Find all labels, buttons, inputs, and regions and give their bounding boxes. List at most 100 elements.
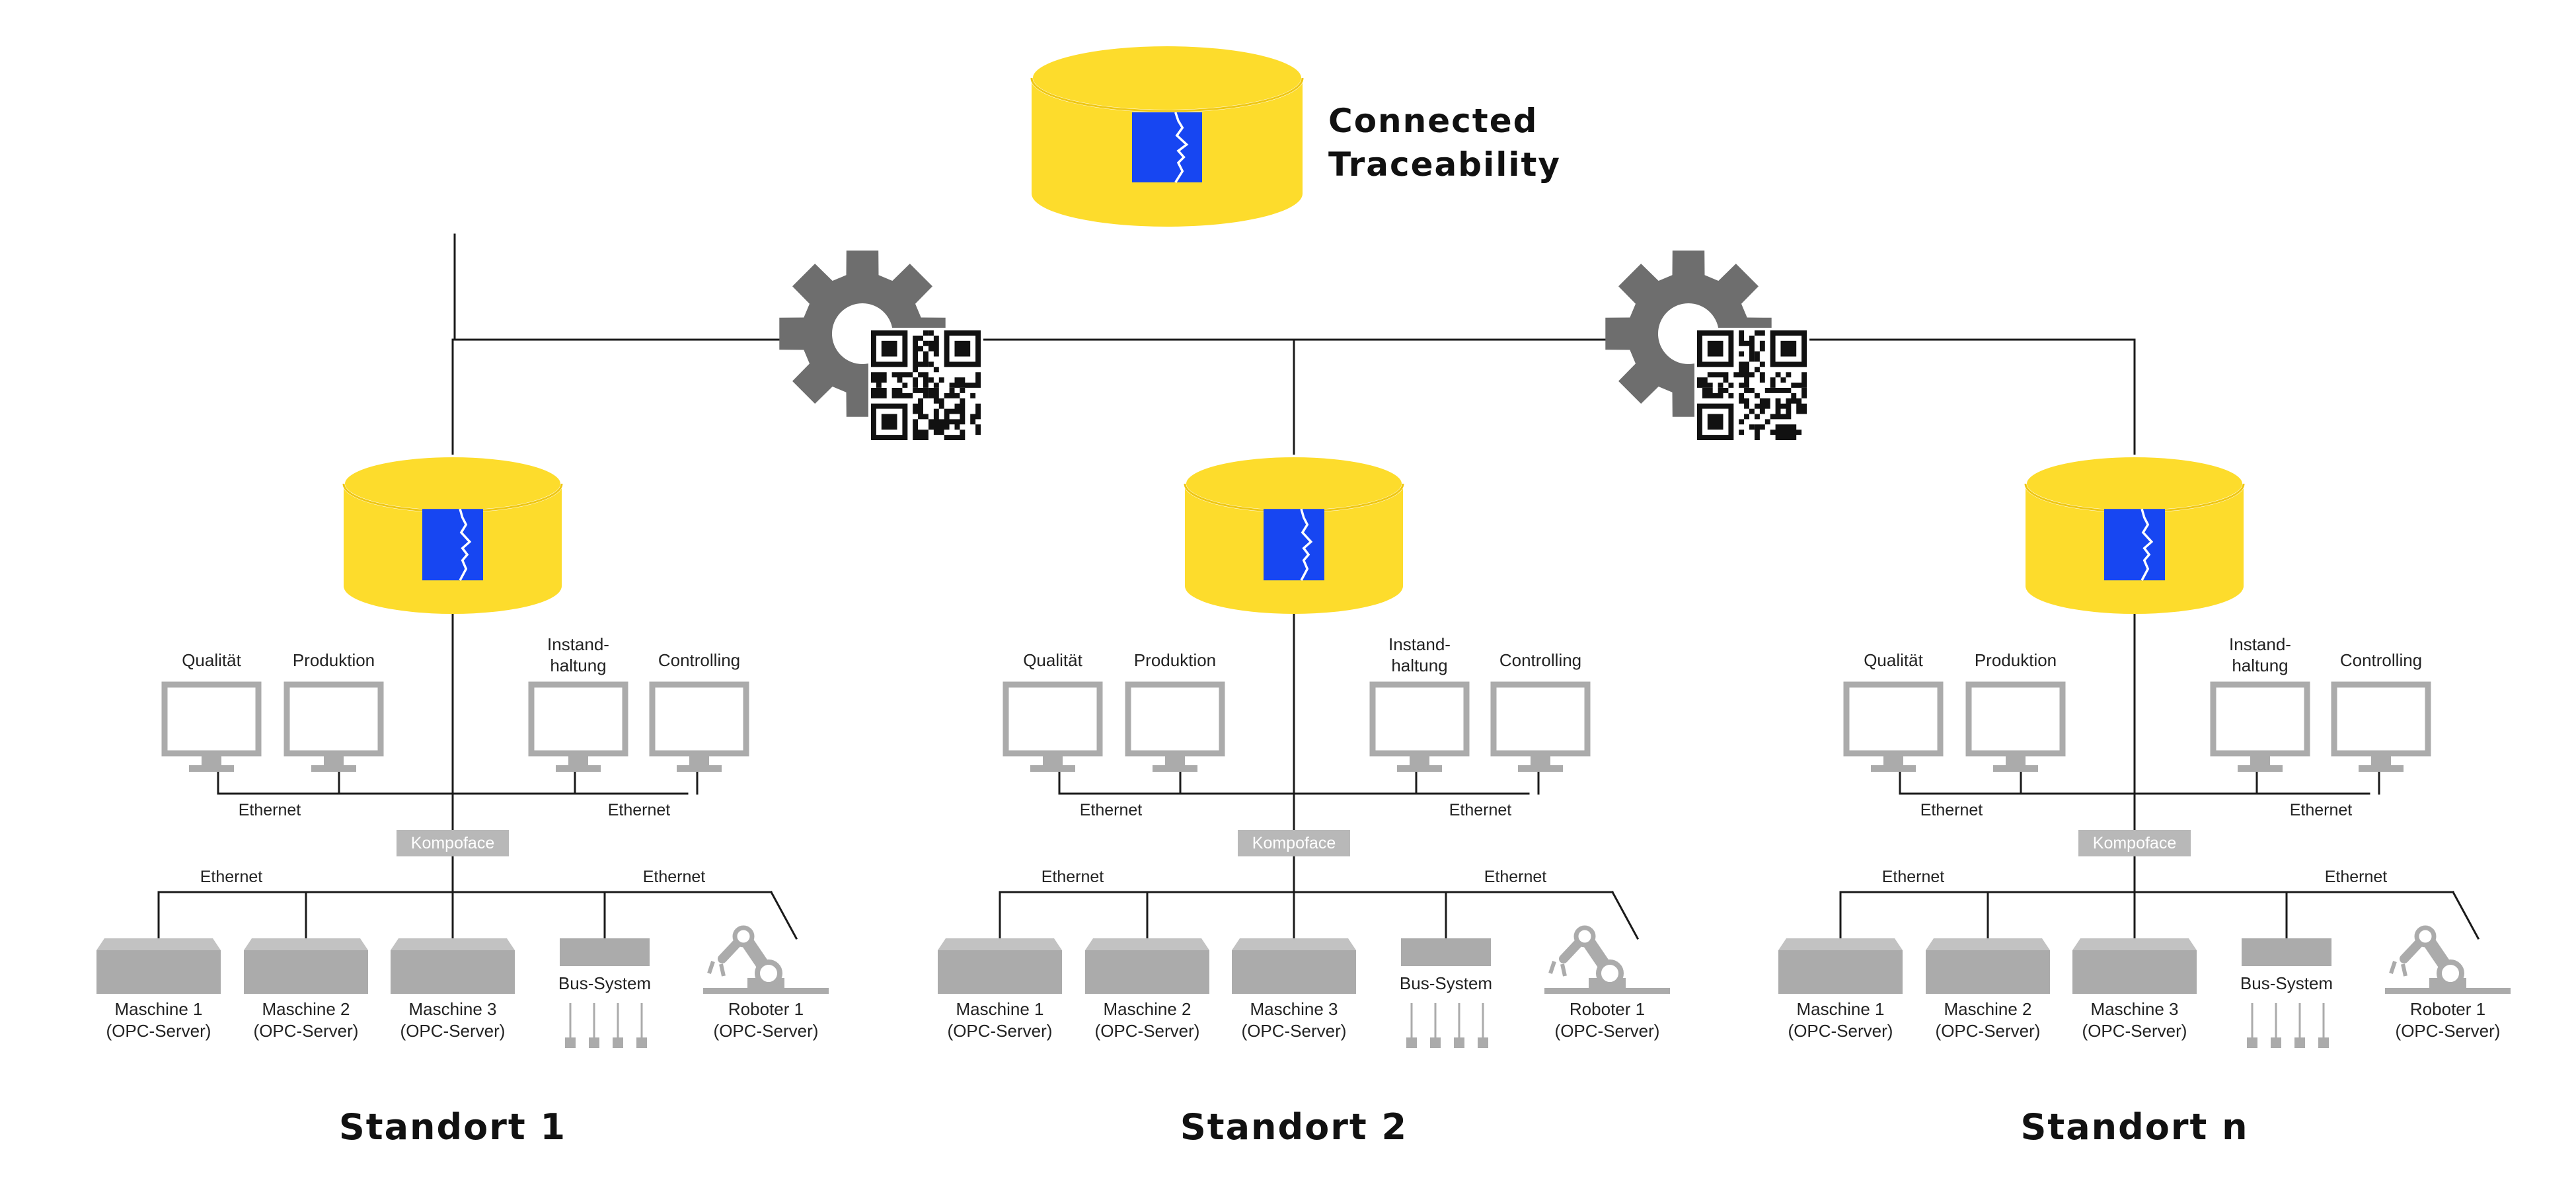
diagram-title-line: Connected — [1328, 102, 1538, 140]
bus-module — [1401, 938, 1491, 966]
monitor-screen — [1125, 681, 1225, 757]
monitor-neck — [568, 756, 588, 765]
monitor-neck — [1043, 756, 1063, 765]
site-name: Standort n — [2020, 1106, 2249, 1148]
bus-system-label: Bus-System — [1399, 973, 1493, 993]
bus-terminal — [2318, 1037, 2329, 1048]
qr-finder-center — [881, 414, 897, 430]
qr-finder-ring — [1697, 330, 1734, 367]
bus-system-icon — [1401, 938, 1491, 1048]
robot-drop-line — [769, 890, 798, 940]
machine-label: (OPC-Server) — [1094, 1021, 1200, 1041]
machine-label: (OPC-Server) — [1788, 1021, 1893, 1041]
qr-finder-center — [1780, 340, 1797, 357]
machine-body — [1085, 950, 1209, 994]
monitor-base — [2238, 765, 2283, 772]
bus-terminal — [589, 1037, 599, 1048]
department-label: Instand- — [547, 634, 609, 654]
bus-terminal — [636, 1037, 647, 1048]
machine-label: (OPC-Server) — [947, 1021, 1053, 1041]
monitor-neck — [2250, 756, 2270, 765]
bus-system-label: Bus-System — [2240, 973, 2333, 993]
qr-code-icon — [868, 328, 983, 443]
machine-top — [391, 938, 515, 950]
department-label: Qualität — [1864, 650, 1923, 670]
bus-terminal — [2247, 1037, 2257, 1048]
ethernet-label: Ethernet — [1041, 868, 1104, 886]
robot-base-plate — [2385, 988, 2511, 994]
robot-joint — [2414, 925, 2437, 948]
machine-body — [2072, 950, 2197, 994]
machine-label: Maschine 1 — [114, 999, 203, 1019]
robot-arm-icon — [2385, 925, 2511, 994]
monitor-screen — [2210, 681, 2310, 757]
machine-label: (OPC-Server) — [2082, 1021, 2187, 1041]
monitor-icon — [1125, 681, 1225, 772]
machine-top — [938, 938, 1062, 950]
department-label: haltung — [550, 656, 607, 675]
monitor-screen — [161, 681, 262, 757]
logo-profile-line — [1174, 112, 1189, 183]
machine-body — [1926, 950, 2050, 994]
qr-finder-ring — [1770, 330, 1807, 367]
bus-system-icon — [560, 938, 650, 1048]
ethernet-label: Ethernet — [607, 801, 671, 819]
machine-label: Maschine 2 — [1103, 999, 1192, 1019]
monitor-icon — [2210, 681, 2310, 772]
bus-terminal — [1454, 1037, 1464, 1048]
company-logo — [1132, 112, 1202, 182]
machine-label: Maschine 3 — [408, 999, 497, 1019]
machine-body — [938, 950, 1062, 994]
robot-drop-line — [1610, 890, 1640, 940]
ethernet-label: Ethernet — [1920, 801, 1983, 819]
logo-profile-line — [459, 508, 472, 582]
machine-icon — [391, 938, 515, 994]
department-label: haltung — [2232, 656, 2289, 675]
monitor-screen — [1843, 681, 1944, 757]
monitor-screen — [1003, 681, 1103, 757]
monitor-neck — [1165, 756, 1185, 765]
department-label: haltung — [1391, 656, 1448, 675]
machine-label: Maschine 2 — [262, 999, 350, 1019]
machine-icon — [244, 938, 368, 994]
machine-body — [391, 950, 515, 994]
monitor-icon — [1003, 681, 1103, 772]
qr-finder-ring — [944, 330, 981, 367]
machine-label: Maschine 3 — [2090, 999, 2179, 1019]
bus-terminal — [613, 1037, 623, 1048]
ethernet-label: Ethernet — [200, 868, 263, 886]
machine-icon — [2072, 938, 2197, 994]
monitor-screen — [1490, 681, 1591, 757]
ethernet-label: Ethernet — [1881, 868, 1945, 886]
database-rim — [1030, 77, 1304, 112]
bus-terminal — [1406, 1037, 1417, 1048]
machine-label: (OPC-Server) — [253, 1021, 359, 1041]
ethernet-label: Ethernet — [1484, 868, 1547, 886]
monitor-base — [677, 765, 722, 772]
robot-label: (OPC-Server) — [713, 1021, 819, 1041]
monitor-base — [556, 765, 601, 772]
monitor-neck — [2006, 756, 2026, 765]
monitor-screen — [528, 681, 628, 757]
department-label: Controlling — [1499, 650, 1582, 670]
monitor-icon — [649, 681, 749, 772]
qr-modules — [871, 330, 981, 440]
machine-icon — [938, 938, 1062, 994]
department-label: Controlling — [658, 650, 741, 670]
qr-finder-ring — [1697, 403, 1734, 440]
robot-label: (OPC-Server) — [2395, 1021, 2501, 1041]
ethernet-label: Ethernet — [1079, 801, 1143, 819]
robot-joint — [1596, 959, 1624, 987]
monitor-icon — [2331, 681, 2431, 772]
department-label: Produktion — [1974, 650, 2057, 670]
robot-joint — [755, 959, 782, 987]
ethernet-label: Ethernet — [642, 868, 706, 886]
ethernet-label: Ethernet — [1449, 801, 1512, 819]
robot-joint — [1573, 925, 1596, 948]
monitor-base — [1030, 765, 1075, 772]
site-database-icon — [2024, 455, 2245, 614]
kompoface-gateway: Kompoface — [397, 830, 509, 856]
robot-gripper — [1548, 961, 1567, 977]
